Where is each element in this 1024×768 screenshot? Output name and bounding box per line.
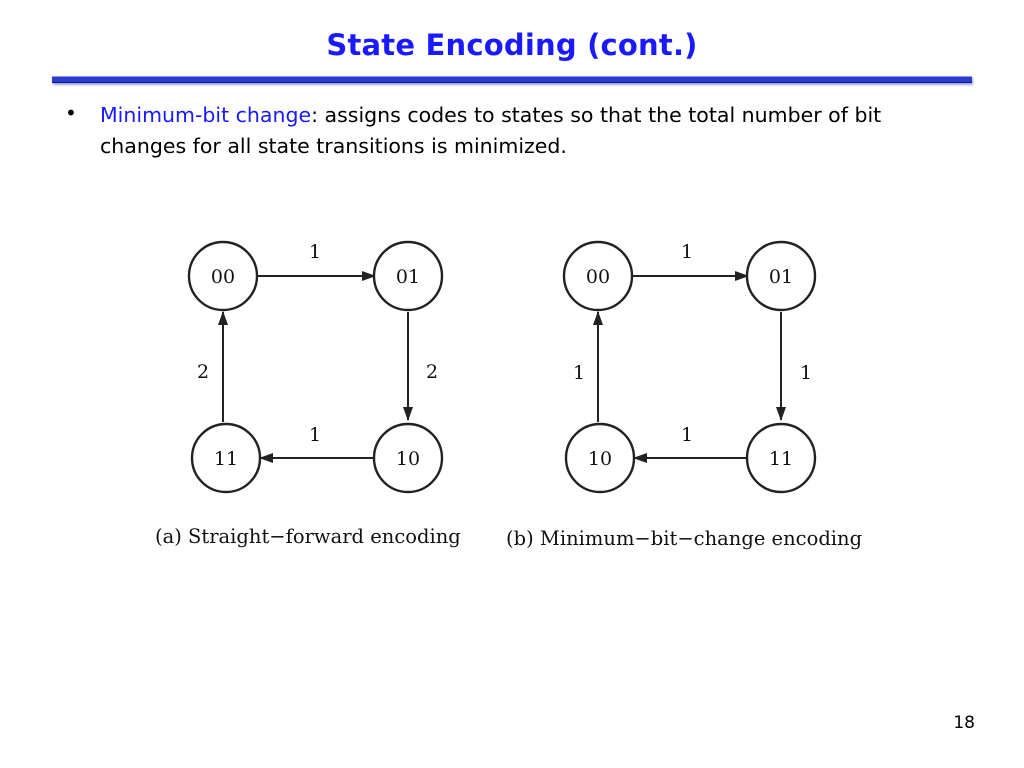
diagram-b-state-top-right-code: 01 bbox=[769, 266, 793, 288]
diagram-b-edge-label-left: 1 bbox=[573, 362, 585, 384]
diagram-b-caption: (b) Minimum−bit−change encoding bbox=[506, 527, 862, 550]
diagram-b-state-bottom-left: 10 bbox=[564, 422, 636, 494]
bullet-term: Minimum-bit change bbox=[100, 103, 312, 127]
diagram-a-edge-label-left: 2 bbox=[197, 361, 209, 383]
diagram-b-state-top-left-code: 00 bbox=[586, 266, 610, 288]
diagram-a-edge-label-top: 1 bbox=[309, 241, 321, 263]
state-diagrams-figure: 1 2 1 2 00 01 10 11 (a) Straight−forward… bbox=[155, 240, 862, 550]
title-divider bbox=[52, 76, 972, 83]
diagram-b-edge-label-right: 1 bbox=[800, 362, 812, 384]
diagram-a-state-bottom-right: 10 bbox=[372, 422, 444, 494]
diagram-a-state-bottom-left-code: 11 bbox=[214, 448, 238, 470]
diagram-b-edge-label-top: 1 bbox=[681, 241, 693, 263]
diagram-b: 1 1 1 1 00 01 11 10 (b) Minimum−bit−chan… bbox=[506, 240, 862, 550]
diagram-b-state-top-right: 01 bbox=[745, 240, 817, 312]
diagram-b-state-top-left: 00 bbox=[562, 240, 634, 312]
diagram-b-state-bottom-right-code: 11 bbox=[769, 448, 793, 470]
diagram-a-state-top-left-code: 00 bbox=[211, 266, 235, 288]
diagram-a-edge-label-right: 2 bbox=[426, 361, 438, 383]
diagram-a-state-top-left: 00 bbox=[187, 240, 259, 312]
diagram-a-state-bottom-right-code: 10 bbox=[396, 448, 420, 470]
diagram-b-state-bottom-right: 11 bbox=[745, 422, 817, 494]
diagram-a: 1 2 1 2 00 01 10 11 (a) Straight−forward… bbox=[155, 240, 461, 548]
diagram-b-state-bottom-left-code: 10 bbox=[588, 448, 612, 470]
bullet-dot-icon: • bbox=[65, 101, 77, 125]
diagram-a-state-top-right: 01 bbox=[372, 240, 444, 312]
bullet-description: : assigns codes to states so that the to… bbox=[100, 103, 882, 158]
diagram-b-edge-label-bottom: 1 bbox=[681, 424, 693, 446]
diagram-a-caption: (a) Straight−forward encoding bbox=[155, 525, 461, 548]
diagram-a-edge-label-bottom: 1 bbox=[309, 424, 321, 446]
slide-title: State Encoding (cont.) bbox=[326, 28, 698, 62]
diagram-a-state-top-right-code: 01 bbox=[396, 266, 420, 288]
page-number: 18 bbox=[953, 713, 975, 733]
bullet-text: Minimum-bit change: assigns codes to sta… bbox=[100, 100, 960, 162]
diagram-a-state-bottom-left: 11 bbox=[190, 422, 262, 494]
